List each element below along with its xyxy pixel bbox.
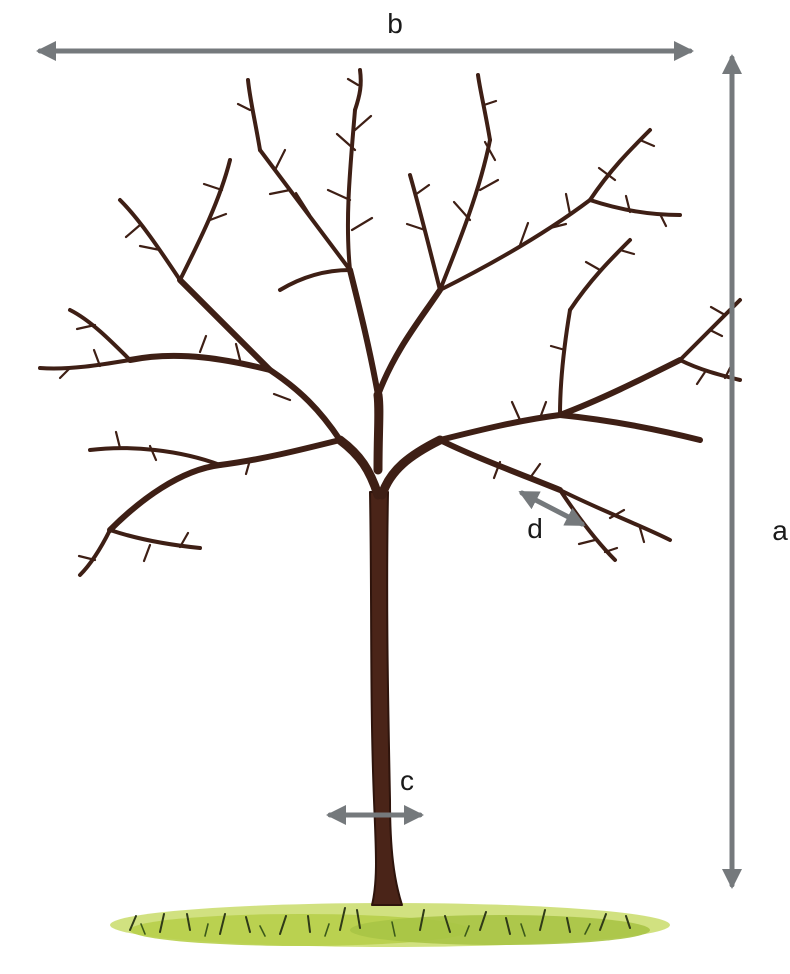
grass [110, 903, 670, 947]
trunk [370, 492, 402, 905]
label-d: d [527, 513, 543, 544]
label-a: a [772, 515, 788, 546]
label-b: b [387, 8, 403, 39]
tree [40, 70, 740, 905]
scaffold-branches [110, 270, 700, 530]
main-branches [340, 395, 440, 495]
label-c: c [400, 765, 414, 796]
